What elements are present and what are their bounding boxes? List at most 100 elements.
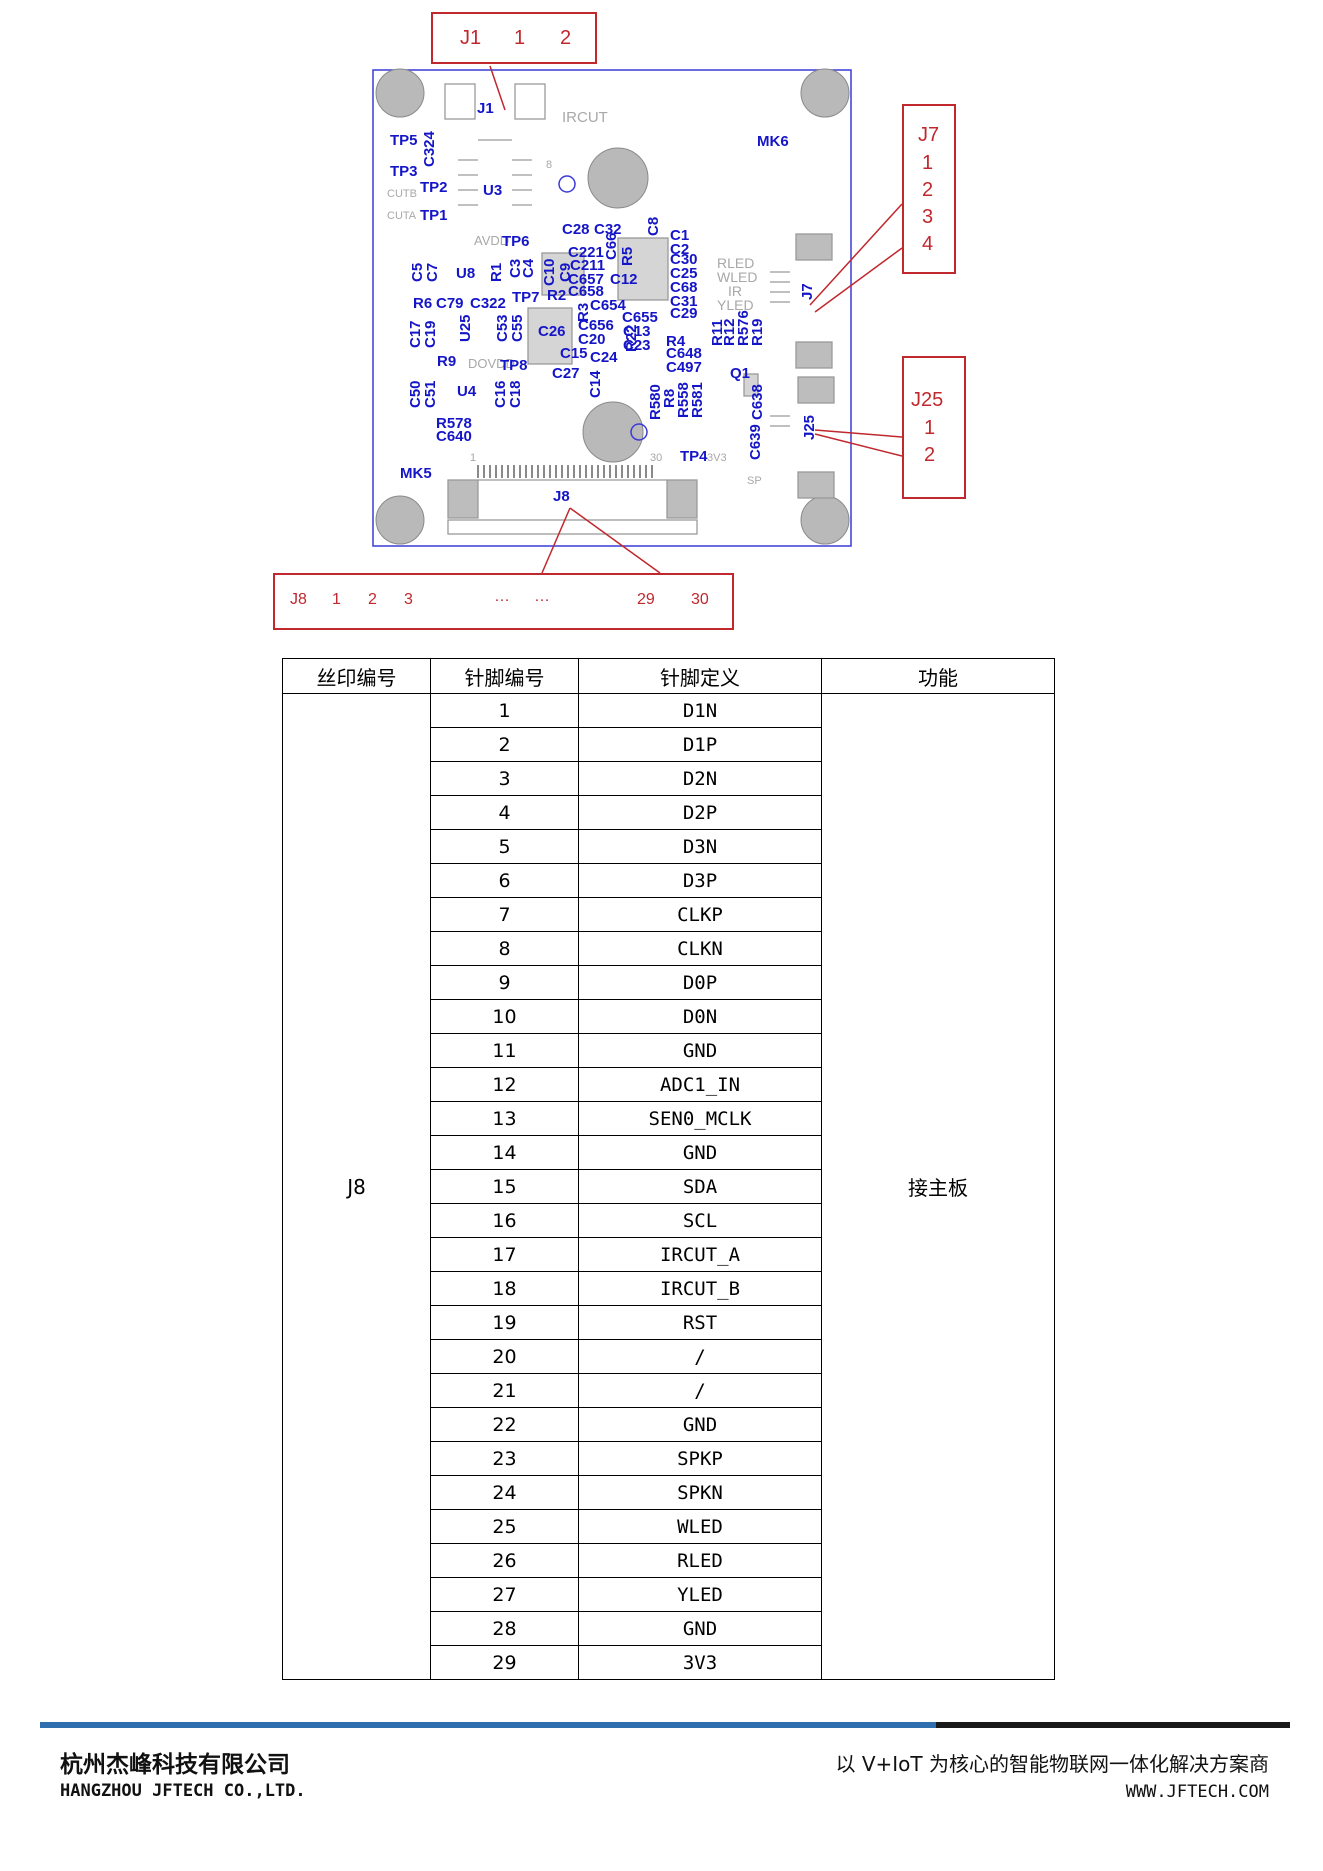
pin-number-cell: 12 xyxy=(430,1067,579,1102)
designator: C655 xyxy=(622,309,658,326)
silkscreen-cell: J8 xyxy=(282,693,431,1680)
designator: C12 xyxy=(610,271,638,288)
pin-definition-cell: / xyxy=(578,1373,822,1408)
company-slogan: 以 V+IoT 为核心的智能物联网一体化解决方案商 xyxy=(835,1752,1269,1776)
pin-definition-cell: SPKP xyxy=(578,1441,822,1476)
designator: C211 xyxy=(570,257,605,274)
designator: C8 xyxy=(645,217,662,236)
j7-callout-pin: 4 xyxy=(922,233,934,255)
pin-number-cell: 16 xyxy=(430,1203,579,1238)
pin-definition-cell: CLKP xyxy=(578,897,822,932)
pin-number-cell: 28 xyxy=(430,1611,579,1646)
designator: C639 xyxy=(747,424,764,460)
pin-number-cell: 27 xyxy=(430,1577,579,1612)
designator: MK5 xyxy=(400,465,432,482)
designator: R2 xyxy=(547,287,566,304)
designator: C30 xyxy=(670,251,698,268)
pin-number-cell: 21 xyxy=(430,1373,579,1408)
designator: C25 xyxy=(670,265,698,282)
designator: C15 xyxy=(560,345,588,362)
pin-number-cell: 4 xyxy=(430,795,579,830)
designator: C7 xyxy=(424,263,441,282)
header-pin-definition: 针脚定义 xyxy=(578,658,822,694)
pin-definition-cell: RST xyxy=(578,1305,822,1340)
designator: J7 xyxy=(799,283,816,300)
j25-callout-name: J25 xyxy=(911,389,944,411)
designator: U25 xyxy=(457,314,474,342)
designator: R576 xyxy=(735,310,752,346)
designator: R558 xyxy=(675,382,692,418)
pin-number-cell: 9 xyxy=(430,965,579,1000)
pin-definition-cell: D1N xyxy=(578,693,822,728)
pin-number-cell: 19 xyxy=(430,1305,579,1340)
pin-definition-cell: ADC1_IN xyxy=(578,1067,822,1102)
designator: C640 xyxy=(436,428,472,445)
j8-callout-pin: 30 xyxy=(691,591,709,608)
designator: C324 xyxy=(421,130,438,167)
designator: C322 xyxy=(470,295,506,312)
designator: C27 xyxy=(552,365,580,382)
designator: C29 xyxy=(670,305,698,322)
designator: TP2 xyxy=(420,179,448,196)
j8-callout xyxy=(273,573,734,630)
footer-rule-blue xyxy=(40,1722,940,1728)
designator: C16 xyxy=(492,380,509,408)
pin-number-cell: 22 xyxy=(430,1407,579,1442)
designator: C26 xyxy=(538,323,566,340)
pin-definition-cell: IRCUT_A xyxy=(578,1237,822,1272)
pin-number-cell: 13 xyxy=(430,1101,579,1136)
designator: C10 xyxy=(541,258,558,286)
designator: R580 xyxy=(647,384,664,420)
designator: TP7 xyxy=(512,289,540,306)
board-text: DOVDD xyxy=(468,356,515,371)
designator: C658 xyxy=(568,283,604,300)
j8-callout-name: J8 xyxy=(290,591,307,608)
designator: C66 xyxy=(603,232,620,260)
designator: C51 xyxy=(422,380,439,408)
pin-definition-cell: D2N xyxy=(578,761,822,796)
designator: R9 xyxy=(437,353,456,370)
board-text: IR xyxy=(728,283,742,299)
designator: C497 xyxy=(666,359,702,376)
designator: C14 xyxy=(587,370,604,398)
j8-pin-row xyxy=(477,465,653,478)
designator: C3 xyxy=(507,259,524,278)
header-silkscreen: 丝印编号 xyxy=(282,658,431,694)
pin-definition-cell: / xyxy=(578,1339,822,1374)
j1-callout-name: J1 xyxy=(460,27,482,49)
pin-number-cell: 24 xyxy=(430,1475,579,1510)
company-website: WWW.JFTECH.COM xyxy=(1125,1782,1269,1802)
pin-definition-cell: GND xyxy=(578,1135,822,1170)
designator: C5 xyxy=(409,263,426,282)
j25-callout xyxy=(902,356,966,499)
designator: TP4 xyxy=(680,448,708,465)
designator: TP6 xyxy=(502,233,530,250)
pin-definition-cell: 3V3 xyxy=(578,1645,822,1680)
board-text: YLED xyxy=(717,297,754,313)
pin-definition-cell: D0N xyxy=(578,999,822,1034)
j7-callout-pin: 3 xyxy=(922,206,934,228)
designator: C656 xyxy=(578,317,614,334)
designator: R22 xyxy=(623,324,640,352)
pin-number-cell: 14 xyxy=(430,1135,579,1170)
designator: J25 xyxy=(801,415,818,440)
pin-number-cell: 25 xyxy=(430,1509,579,1544)
j8-callout-ellipsis: … xyxy=(534,588,550,605)
board-text: CUTA xyxy=(387,210,417,222)
designator: R581 xyxy=(689,382,706,418)
designator: C638 xyxy=(749,384,766,420)
pin-number-cell: 5 xyxy=(430,829,579,864)
designator: C9 xyxy=(557,263,574,282)
pin-number-cell: 18 xyxy=(430,1271,579,1306)
